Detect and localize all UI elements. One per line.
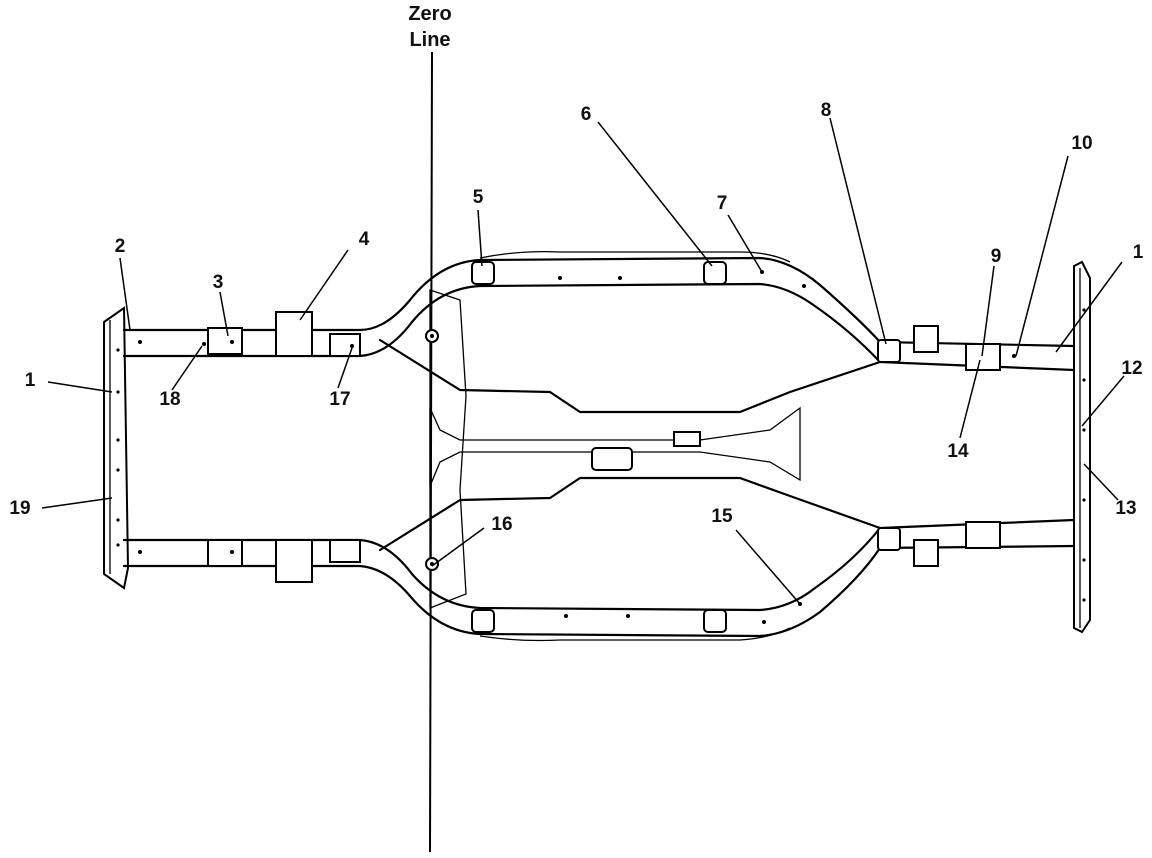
callout-12: 12 (1121, 358, 1142, 379)
callout-4: 4 (359, 229, 370, 250)
leader-lines (41, 117, 1125, 605)
callout-8: 8 (821, 100, 832, 121)
callout-7: 7 (717, 193, 728, 214)
callout-15: 15 (711, 506, 733, 527)
callout-1-left: 1 (25, 370, 36, 391)
callouts: 1 2 3 4 5 6 7 8 9 10 1 12 13 14 15 16 17… (9, 100, 1143, 535)
rear-bumper-plate (1073, 260, 1091, 634)
callout-10: 10 (1071, 133, 1092, 154)
zero-line-label-2: Line (409, 29, 450, 51)
front-bumper-plate (103, 306, 130, 590)
callout-16: 16 (491, 514, 512, 535)
callout-19: 19 (9, 498, 30, 519)
callout-1-right: 1 (1133, 242, 1144, 263)
callout-3: 3 (213, 272, 224, 293)
lower-frame-rail (122, 518, 1076, 642)
callout-9: 9 (991, 246, 1002, 267)
callout-6: 6 (581, 104, 592, 125)
zero-line: Zero Line (408, 3, 452, 853)
center-crossmember (378, 289, 882, 609)
callout-13: 13 (1115, 498, 1136, 519)
zero-line-label-1: Zero (408, 3, 451, 25)
upper-frame-rail (122, 250, 1076, 372)
callout-14: 14 (947, 441, 969, 462)
callout-18: 18 (159, 389, 180, 410)
callout-5: 5 (473, 187, 484, 208)
callout-2: 2 (115, 236, 126, 257)
callout-17: 17 (329, 389, 350, 410)
